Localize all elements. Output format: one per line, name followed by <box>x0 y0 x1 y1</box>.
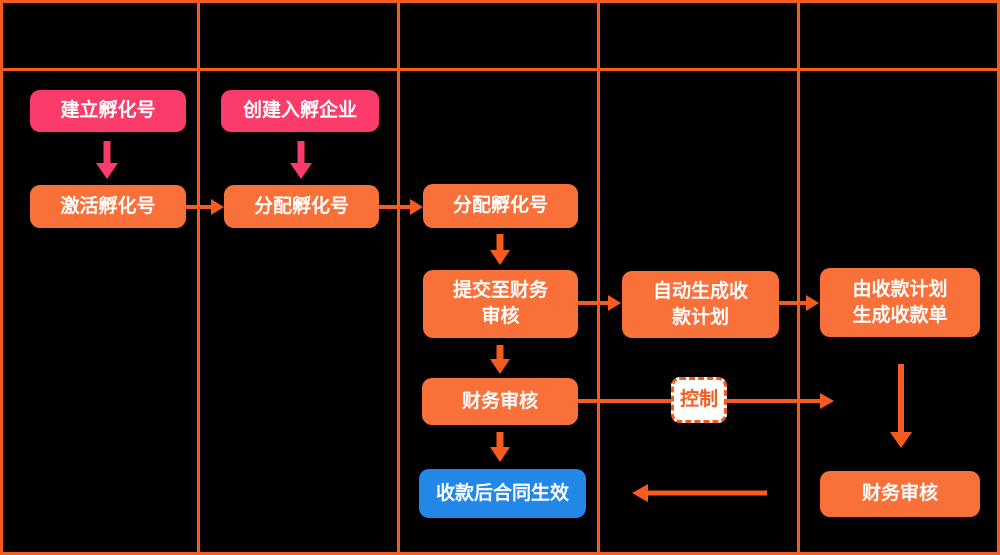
node-contract-effective-after-payment: 收款后合同生效 <box>419 469 586 518</box>
node-control-label: 控制 <box>671 377 727 423</box>
node-create-incubated-company: 创建入孵企业 <box>221 90 379 132</box>
lane-header-1 <box>0 0 200 68</box>
node-assign-incubation-id-lane3: 分配孵化号 <box>423 184 578 228</box>
node-create-incubation-id: 建立孵化号 <box>30 90 186 132</box>
lane-divider-4 <box>797 0 800 555</box>
node-assign-incubation-id-lane2: 分配孵化号 <box>224 185 379 228</box>
lane-divider-1 <box>197 0 200 555</box>
node-auto-generate-payment-plan: 自动生成收 款计划 <box>622 271 779 338</box>
node-generate-receipt-from-plan: 由收款计划 生成收款单 <box>820 268 980 337</box>
lane-divider-2 <box>397 0 400 555</box>
node-activate-incubation-id: 激活孵化号 <box>30 185 186 228</box>
node-submit-to-finance-review: 提交至财务 审核 <box>423 270 578 338</box>
node-finance-review-lane5: 财务审核 <box>820 471 980 517</box>
node-finance-review-lane3: 财务审核 <box>422 378 578 425</box>
header-divider <box>0 68 1000 71</box>
lane-divider-3 <box>597 0 600 555</box>
lane-header-5 <box>800 0 1000 68</box>
lane-header-2 <box>200 0 400 68</box>
lane-header-3 <box>400 0 600 68</box>
lane-header-4 <box>600 0 800 68</box>
lane-header-row <box>0 0 1000 68</box>
